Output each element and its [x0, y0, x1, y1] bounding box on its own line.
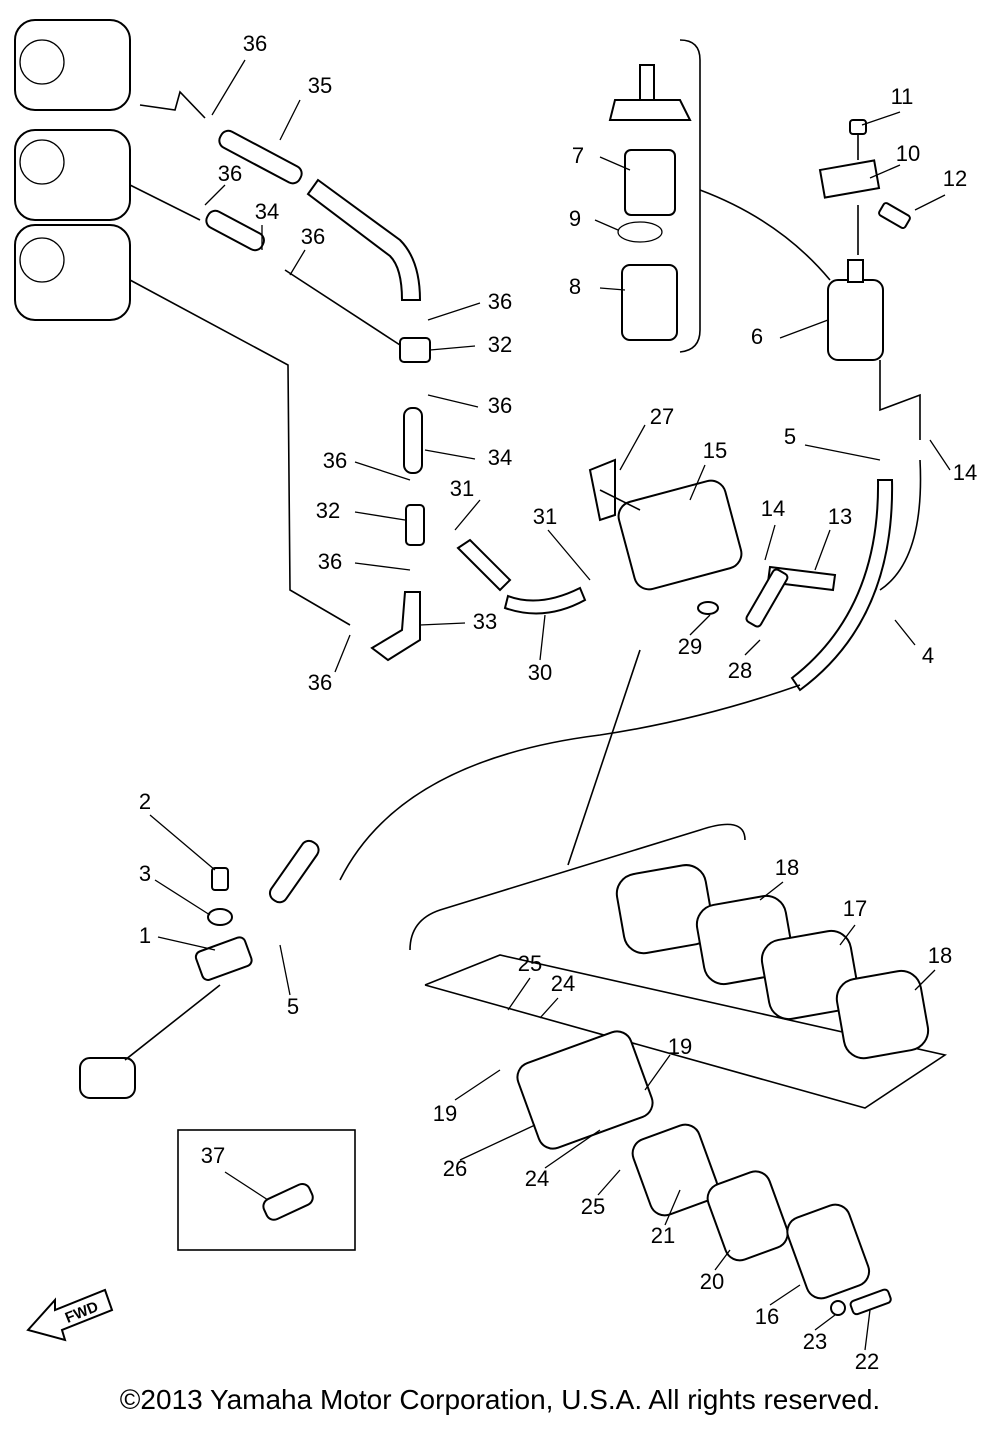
callout: 34 [255, 199, 279, 224]
callout: 1 [139, 923, 151, 948]
callout: 18 [928, 943, 952, 968]
carburetor-assembly [14, 19, 131, 321]
callout: 36 [323, 448, 347, 473]
copyright-notice: ©2013 Yamaha Motor Corporation, U.S.A. A… [119, 1384, 881, 1415]
callout: 16 [755, 1304, 779, 1329]
callout: 31 [450, 476, 474, 501]
callout: 11 [891, 84, 914, 109]
callout: 6 [751, 324, 763, 349]
callout: 4 [922, 643, 934, 668]
callout: 19 [668, 1034, 692, 1059]
callout: 32 [316, 498, 340, 523]
callout: 10 [896, 141, 920, 166]
callout: 36 [243, 31, 267, 56]
callout: 34 [488, 445, 512, 470]
fuel-hoses [129, 90, 922, 904]
callout: 14 [761, 496, 785, 521]
callout: 24 [525, 1166, 549, 1191]
callout: 36 [488, 393, 512, 418]
callout: 5 [784, 424, 796, 449]
callout: 33 [473, 609, 497, 634]
callout: 13 [828, 504, 852, 529]
callout: 18 [775, 855, 799, 880]
callout: 30 [528, 660, 552, 685]
callout: 35 [308, 73, 332, 98]
callout: 14 [953, 460, 977, 485]
callout: 2 [139, 789, 151, 814]
forward-arrow-icon: FWD [26, 1288, 114, 1342]
callout: 15 [703, 438, 727, 463]
callout: 36 [308, 670, 332, 695]
callout: 21 [651, 1223, 675, 1248]
callout: 23 [803, 1329, 827, 1354]
callout: 12 [943, 166, 967, 191]
alternate-part-box [177, 1129, 356, 1251]
callout: 22 [855, 1349, 879, 1374]
callout: 28 [728, 658, 752, 683]
callout: 26 [443, 1156, 467, 1181]
callout: 3 [139, 861, 151, 886]
callout: 9 [569, 206, 581, 231]
callout: 37 [201, 1143, 225, 1168]
callout: 36 [318, 549, 342, 574]
fuel-filter [608, 39, 921, 440]
leader-arrow [567, 649, 641, 866]
exploded-pump-parts [424, 864, 948, 1316]
callout: 31 [533, 504, 557, 529]
callout: 25 [518, 951, 542, 976]
callout: 25 [581, 1194, 605, 1219]
fuel-pump [588, 458, 789, 628]
callout: 24 [551, 971, 575, 996]
callout: 8 [569, 274, 581, 299]
callout: 36 [301, 224, 325, 249]
callout-labels: 36 35 11 7 10 12 36 34 36 9 8 6 36 32 36… [139, 31, 977, 1374]
callout: 36 [218, 161, 242, 186]
callout-leaders [149, 59, 951, 1351]
callout: 29 [678, 634, 702, 659]
callout: 27 [650, 404, 674, 429]
callout: 32 [488, 332, 512, 357]
callout: 17 [843, 896, 867, 921]
callout: 19 [433, 1101, 457, 1126]
callout: 7 [572, 143, 584, 168]
callout: 5 [287, 994, 299, 1019]
callout: 36 [488, 289, 512, 314]
callout: 20 [700, 1269, 724, 1294]
fuel-joint [79, 867, 253, 1099]
